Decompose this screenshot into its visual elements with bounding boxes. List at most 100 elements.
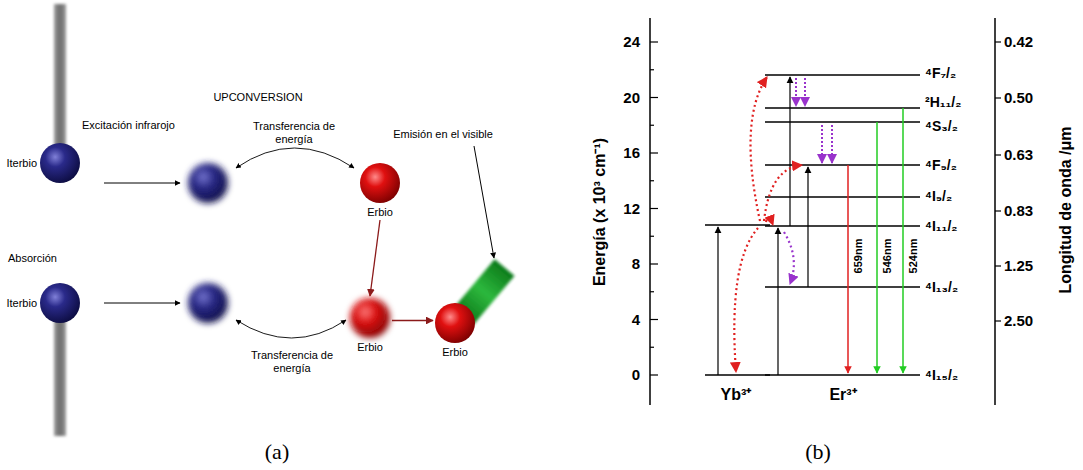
- erbium-ion: Erbio: [360, 163, 400, 218]
- axis-title: Energía (x 10³ cm⁻¹): [591, 138, 609, 286]
- ion-sphere: [350, 298, 390, 338]
- energy-level: [765, 164, 920, 166]
- ion-sphere: [435, 303, 475, 343]
- ytterbium-ion: Iterbio: [6, 143, 80, 183]
- tick-label: 16: [623, 144, 640, 161]
- excitation-arrow: [104, 183, 180, 184]
- axis-tick: [650, 69, 654, 70]
- excited-ytterbium: [188, 163, 228, 323]
- energy-level: [765, 374, 920, 376]
- ion-sphere: [360, 163, 400, 203]
- axis-tick: [995, 320, 1001, 321]
- axis-tick: [995, 41, 1001, 42]
- ion-sphere: [40, 283, 80, 323]
- level-name: ⁴F₇/₂: [925, 65, 956, 81]
- process-label: Excitación infrarojo: [82, 119, 175, 132]
- tick-label: 0.63: [1004, 146, 1033, 163]
- excited-ytterbium: [188, 283, 228, 323]
- energy-level: [765, 286, 920, 288]
- absorption-arrow: [717, 227, 718, 375]
- infrared-beam: [54, 4, 66, 154]
- ion-sphere: [40, 143, 80, 183]
- infrared-beam: [54, 318, 66, 436]
- energy-transfer-arrow: [766, 218, 773, 225]
- relaxation-arrow: [821, 125, 823, 163]
- relaxation-arrow: [795, 78, 797, 106]
- process-label: Transferencia de energía: [252, 120, 336, 145]
- level-name: ⁴S₃/₂: [925, 118, 958, 134]
- ion-label: Iterbio: [6, 297, 37, 309]
- relaxation-arrow: [784, 232, 794, 284]
- axis-tick: [650, 347, 654, 348]
- tick-label: 0.83: [1004, 202, 1033, 219]
- ytterbium-ion: Iterbio: [6, 283, 80, 323]
- excitation-arrow: [104, 183, 180, 303]
- ion-label: Iterbio: [6, 157, 37, 169]
- wavelength-label: 546nm: [881, 239, 894, 274]
- panel-caption: (a): [265, 439, 289, 464]
- emission-arrow: [847, 165, 849, 373]
- relaxation-arrow: [831, 125, 833, 163]
- ion-sphere: [40, 283, 80, 323]
- tick-label: 8: [632, 255, 640, 272]
- axis-tick: [650, 208, 658, 209]
- panel-caption: (b): [805, 439, 831, 464]
- energy-transfer-arrow: [764, 165, 802, 221]
- axis-tick: [995, 154, 1001, 155]
- tick-label: 12: [623, 200, 640, 217]
- tick-label: 0.50: [1004, 89, 1033, 106]
- energy-level: [765, 225, 920, 227]
- erbium-ion: Erbio: [435, 303, 475, 358]
- energy-transfer-arrow: [734, 228, 758, 372]
- axis-tick: [650, 263, 658, 264]
- absorption-arrow: [777, 228, 778, 375]
- energy-level: [765, 121, 920, 123]
- emission-arrow: [876, 122, 878, 373]
- axis-tick: [995, 97, 1001, 98]
- excited-ytterbium: [188, 163, 228, 203]
- emission-arrow: [902, 108, 904, 373]
- erbium-ion: Erbio: [350, 298, 390, 353]
- ion-label: Erbio: [367, 206, 393, 218]
- absorption-arrow: [807, 167, 808, 287]
- ion-label: Erbio: [357, 341, 383, 353]
- tick-label: 4: [632, 311, 640, 328]
- level-name: ⁴F₉/₂: [925, 157, 957, 173]
- tick-label: 0.42: [1004, 33, 1033, 50]
- energy-level-diagram: [650, 18, 1001, 405]
- tick-label: 0: [632, 366, 640, 383]
- tick-label: 2.50: [1004, 312, 1033, 329]
- level-name: ⁴I₁₅/₂: [925, 367, 958, 383]
- ion-label: Yb³⁺: [721, 386, 752, 404]
- energy-transfer-arrow: [236, 148, 354, 168]
- level-name: ⁴I₁₁/₂: [925, 218, 958, 234]
- ion-sphere: [360, 163, 400, 203]
- wavelength-label: 659nm: [852, 239, 865, 274]
- energy-transfer-arrow: [751, 77, 767, 221]
- energy-level: [765, 196, 920, 198]
- axis-tick: [650, 319, 658, 320]
- level-name: ⁴I₁₃/₂: [925, 279, 958, 295]
- ion-label: Erbio: [442, 346, 468, 358]
- emission-leader: [474, 146, 494, 258]
- axis-tick: [650, 97, 658, 98]
- axis-tick: [650, 236, 654, 237]
- ion-label: Er³⁺: [829, 386, 856, 404]
- ion-sphere: [40, 143, 80, 183]
- excitation-arrow: [104, 303, 180, 304]
- process-label: Absorción: [8, 252, 57, 265]
- energy-level: [705, 374, 770, 376]
- emission-leader: [474, 146, 494, 258]
- ion-sphere: [435, 303, 475, 343]
- relaxation-arrow: [804, 78, 806, 106]
- absorption-arrow: [789, 77, 790, 226]
- tick-label: 20: [623, 89, 640, 106]
- tick-label: 1.25: [1004, 257, 1033, 274]
- process-label: Emisión en el visible: [393, 128, 493, 141]
- energy-level: [705, 224, 770, 226]
- energy-transfer-arrow: [236, 320, 346, 338]
- transition-arrow: [392, 320, 433, 321]
- process-label: Transferencia de energía: [250, 349, 334, 374]
